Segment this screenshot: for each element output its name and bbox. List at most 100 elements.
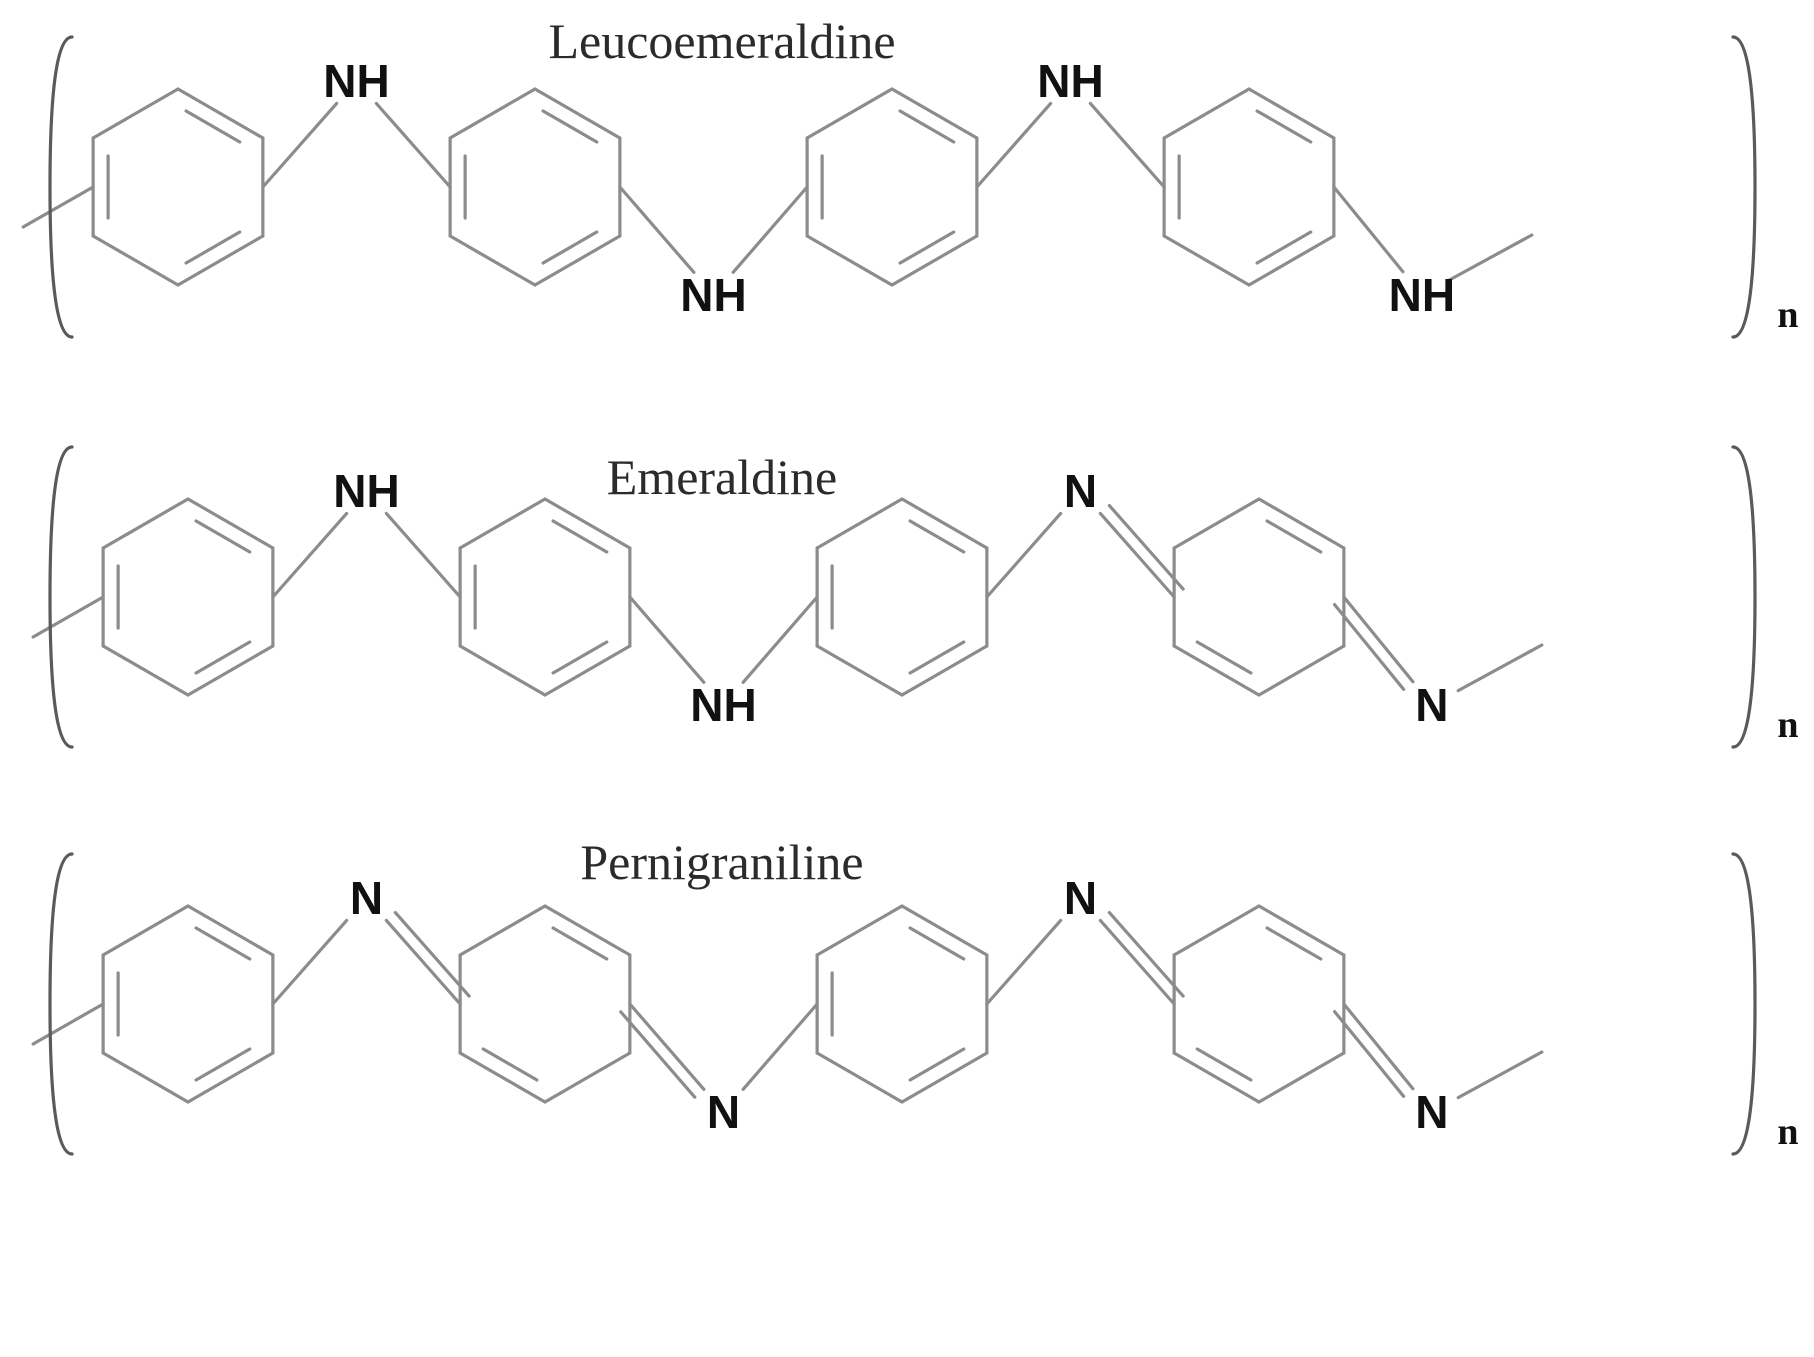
ring-bond xyxy=(900,644,989,697)
ring-bond xyxy=(1257,904,1346,957)
ring-bond xyxy=(890,87,979,140)
left-bracket xyxy=(48,35,74,339)
ring-double-bond xyxy=(194,1047,252,1082)
ring-double-bond xyxy=(908,1047,966,1082)
terminal-bond xyxy=(1456,643,1544,693)
ring-bond xyxy=(101,644,190,697)
ring-bond xyxy=(1247,87,1336,140)
ring-bond xyxy=(1257,644,1346,697)
ring-double-bond xyxy=(898,230,956,265)
quinoid-ring xyxy=(1172,497,1346,697)
ring-bond xyxy=(815,497,904,550)
ring-n-bond xyxy=(628,1002,706,1091)
imine-nitrogen: N xyxy=(350,872,383,924)
ring-bond xyxy=(448,87,537,140)
n-ring-bond xyxy=(384,511,462,599)
benzene-ring xyxy=(101,497,275,697)
quinoid-ring xyxy=(1172,904,1346,1104)
repeat-unit-subscript: n xyxy=(1777,294,1798,336)
imine-nitrogen: N xyxy=(1064,872,1097,924)
ring-bond xyxy=(1257,497,1346,550)
ring-bond xyxy=(533,234,622,287)
ring-double-bond xyxy=(194,640,252,675)
ring-n-bond xyxy=(1342,1002,1415,1091)
ring-double-bond xyxy=(1255,230,1313,265)
right-bracket xyxy=(1731,852,1757,1156)
ring-bond xyxy=(805,234,894,287)
ring-n-bond xyxy=(628,595,706,684)
ring-bond xyxy=(176,234,265,287)
imine-double-bond xyxy=(393,910,471,998)
imine-double-bond xyxy=(1332,602,1406,691)
ring-n-bond xyxy=(271,918,349,1006)
ring-double-bond xyxy=(1195,1047,1253,1082)
ring-bond xyxy=(186,497,275,550)
ring-double-bond xyxy=(1255,109,1313,144)
ring-bond xyxy=(1172,644,1261,697)
imine-double-bond xyxy=(1107,503,1185,591)
n-ring-bond xyxy=(1088,101,1166,189)
amine-nh: NH xyxy=(690,679,756,731)
ring-double-bond xyxy=(551,640,609,675)
ring-bond xyxy=(1162,87,1251,140)
ring-bond xyxy=(91,234,180,287)
ring-double-bond xyxy=(551,926,609,961)
quinoid-ring xyxy=(458,904,632,1104)
benzene-ring xyxy=(815,904,989,1104)
ring-bond xyxy=(101,904,190,957)
ring-double-bond xyxy=(1265,926,1323,961)
imine-nitrogen: N xyxy=(1415,679,1448,731)
left-bracket xyxy=(48,445,74,749)
ring-bond xyxy=(186,1051,275,1104)
ring-double-bond xyxy=(1265,519,1323,554)
benzene-ring xyxy=(448,87,622,287)
ring-bond xyxy=(815,644,904,697)
ring-bond xyxy=(176,87,265,140)
benzene-ring xyxy=(815,497,989,697)
ring-bond xyxy=(458,904,547,957)
imine-double-bond xyxy=(619,1010,697,1099)
ring-double-bond xyxy=(908,519,966,554)
ring-bond xyxy=(101,497,190,550)
amine-nh: NH xyxy=(680,269,746,321)
ring-double-bond xyxy=(481,1047,539,1082)
ring-double-bond xyxy=(194,519,252,554)
ring-double-bond xyxy=(908,926,966,961)
ring-bond xyxy=(1172,1051,1261,1104)
ring-bond xyxy=(186,644,275,697)
terminal-bond xyxy=(1456,1050,1544,1100)
ring-bond xyxy=(543,497,632,550)
ring-bond xyxy=(1257,1051,1346,1104)
ring-double-bond xyxy=(898,109,956,144)
ring-double-bond xyxy=(541,109,599,144)
leading-bond xyxy=(21,185,95,229)
ring-n-bond xyxy=(618,185,696,274)
ring-bond xyxy=(533,87,622,140)
ring-double-bond xyxy=(541,230,599,265)
ring-n-bond xyxy=(975,101,1053,189)
ring-bond xyxy=(543,1051,632,1104)
ring-n-bond xyxy=(1332,185,1405,274)
ring-bond xyxy=(543,644,632,697)
ring-bond xyxy=(1172,497,1261,550)
amine-nh: NH xyxy=(333,465,399,517)
ring-n-bond xyxy=(985,918,1063,1006)
ring-bond xyxy=(900,1051,989,1104)
leading-bond xyxy=(31,1002,105,1046)
ring-bond xyxy=(900,904,989,957)
ring-double-bond xyxy=(184,109,242,144)
n-ring-bond xyxy=(1098,918,1176,1006)
ring-double-bond xyxy=(908,640,966,675)
ring-bond xyxy=(458,497,547,550)
structure-title: Leucoemeraldine xyxy=(548,13,895,69)
benzene-ring xyxy=(1162,87,1336,287)
repeat-unit-subscript: n xyxy=(1777,704,1798,746)
ring-bond xyxy=(805,87,894,140)
benzene-ring xyxy=(101,904,275,1104)
ring-bond xyxy=(1247,234,1336,287)
amine-nh: NH xyxy=(323,55,389,107)
ring-bond xyxy=(900,497,989,550)
